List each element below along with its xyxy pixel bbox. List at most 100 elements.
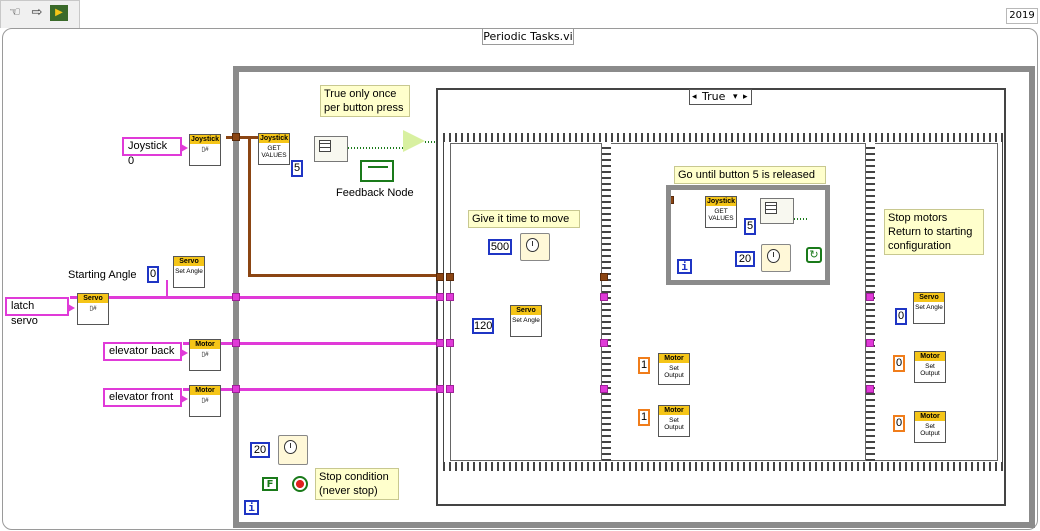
comment-true-once: True only once per button press (320, 85, 410, 117)
bool-wire-case (425, 141, 440, 143)
selector-left-arrow-icon[interactable]: ◂ (692, 92, 697, 102)
seq-back-tunnel-3 (866, 339, 874, 347)
block-body: Set Output (920, 423, 940, 437)
labview-vi-icon[interactable]: ▶ (50, 5, 68, 21)
block-header: Servo (914, 293, 944, 302)
joystick0-control[interactable]: Joystick 0 (122, 137, 188, 167)
block-header: Servo (174, 257, 204, 266)
year-tab: 2019 (1006, 8, 1038, 24)
seq-latch-tunnel-1 (446, 293, 454, 301)
elevator-front-control[interactable]: elevator front (103, 388, 188, 407)
block-body: Set Output (664, 417, 684, 431)
sequence-frame-2 (608, 143, 866, 461)
seq3-front-output-constant[interactable]: 0 (893, 415, 905, 432)
servo-open-block[interactable]: Servo ▯# (77, 293, 109, 325)
comment-stop-condition: Stop condition (never stop) (315, 468, 399, 500)
selector-dropdown-icon[interactable]: ▾ (733, 92, 738, 102)
block-header: Joystick (706, 197, 736, 206)
button-index-constant[interactable]: 5 (291, 160, 303, 177)
seq3-back-output-constant[interactable]: 0 (893, 355, 905, 372)
selector-right-arrow-icon[interactable]: ▸ (743, 92, 748, 102)
block-body: Set Output (920, 363, 940, 377)
block-header: Motor (659, 406, 689, 415)
feedback-node[interactable] (360, 160, 394, 182)
block-body: Set Output (664, 365, 684, 379)
block-body: Set Angle (175, 268, 203, 275)
greater-than-node[interactable] (403, 130, 425, 152)
seq2-joystick-get-values[interactable]: Joystick GET VALUES (705, 196, 737, 228)
seq2-index-array-node[interactable] (760, 198, 794, 224)
joystick-wire (226, 136, 258, 139)
clock-icon (284, 440, 297, 454)
open-icon: ▯# (201, 397, 209, 404)
case-latch-tunnel (436, 293, 444, 301)
case-back-tunnel (436, 339, 444, 347)
seq2-wait-node[interactable] (761, 244, 791, 272)
motor-back-open-block[interactable]: Motor ▯# (189, 339, 221, 371)
block-header: Servo (511, 306, 541, 315)
open-icon: ▯# (201, 146, 209, 153)
seq1-wait-constant[interactable]: 500 (488, 239, 512, 255)
block-header: Motor (915, 352, 945, 361)
seq2-back-set-output[interactable]: Motor Set Output (658, 353, 690, 385)
seq1-servo-set-angle[interactable]: Servo Set Angle (510, 305, 542, 337)
motor-front-open-block[interactable]: Motor ▯# (189, 385, 221, 417)
elevator-back-control[interactable]: elevator back (103, 342, 188, 361)
clock-icon (767, 249, 780, 263)
block-header: Servo (78, 294, 108, 303)
starting-angle-constant[interactable]: 0 (147, 266, 159, 283)
loop-condition-icon[interactable]: ↻ (806, 247, 822, 263)
seq2-back-output-constant[interactable]: 1 (638, 357, 650, 374)
index-array-node[interactable] (314, 136, 348, 162)
seq1-wait-node[interactable] (520, 233, 550, 261)
back-tunnel (232, 339, 240, 347)
inner-loop-iteration-terminal: i (677, 259, 692, 274)
seq2-bool-wire (794, 218, 808, 220)
comment-give-time: Give it time to move (468, 210, 580, 228)
seq-front-tunnel-3 (866, 385, 874, 393)
bool-wire (348, 147, 403, 149)
seq2-front-output-constant[interactable]: 1 (638, 409, 650, 426)
sequence-film-divider-1 (602, 143, 611, 461)
case-joystick-tunnel (436, 273, 444, 281)
seq3-back-set-output[interactable]: Motor Set Output (914, 351, 946, 383)
latch-servo-control[interactable]: latch servo (5, 297, 75, 327)
open-icon: ▯# (201, 351, 209, 358)
case-selector[interactable]: ◂ True ▾ ▸ (689, 89, 752, 105)
seq-back-tunnel-2 (600, 339, 608, 347)
open-icon: ▯# (89, 305, 97, 312)
feedback-arrow-icon (368, 166, 388, 172)
latch-tunnel (232, 293, 240, 301)
inner-while-loop (666, 185, 830, 285)
seq3-servo-constant[interactable]: 0 (895, 308, 907, 325)
seq-front-tunnel-2 (600, 385, 608, 393)
seq-front-tunnel-1 (446, 385, 454, 393)
case-selector-value: True (702, 90, 726, 103)
stop-terminal[interactable] (292, 476, 308, 492)
run-arrow-icon[interactable]: ⇨ (31, 5, 43, 20)
seq2-front-set-output[interactable]: Motor Set Output (658, 405, 690, 437)
servo-init-set-angle[interactable]: Servo Set Angle (173, 256, 205, 288)
seq3-front-set-output[interactable]: Motor Set Output (914, 411, 946, 443)
seq1-angle-constant[interactable]: 120 (472, 318, 494, 334)
seq2-wait-constant[interactable]: 20 (735, 251, 755, 267)
stop-bool-constant[interactable]: F (262, 477, 278, 491)
joystick-open-block[interactable]: Joystick ▯# (189, 134, 221, 166)
seq-joystick-tunnel-1 (446, 273, 454, 281)
joystick-tunnel (232, 133, 240, 141)
hand-pointer-icon[interactable]: ☜ (9, 5, 21, 20)
block-header: Motor (190, 340, 220, 349)
seq3-servo-set-angle[interactable]: Servo Set Angle (913, 292, 945, 324)
seq2-button-constant[interactable]: 5 (744, 218, 756, 235)
block-header: Motor (915, 412, 945, 421)
outer-wait-constant[interactable]: 20 (250, 442, 270, 458)
servo-init-wire (166, 280, 168, 298)
block-header: Motor (659, 354, 689, 363)
clock-icon (526, 238, 539, 252)
block-body: GET VALUES (708, 208, 734, 222)
joystick-wire-down (248, 136, 251, 276)
vi-title: Periodic Tasks.vi (482, 28, 574, 45)
block-header: Joystick (190, 135, 220, 144)
outer-wait-node[interactable] (278, 435, 308, 465)
joystick-get-values-block[interactable]: Joystick GET VALUES (258, 133, 290, 165)
